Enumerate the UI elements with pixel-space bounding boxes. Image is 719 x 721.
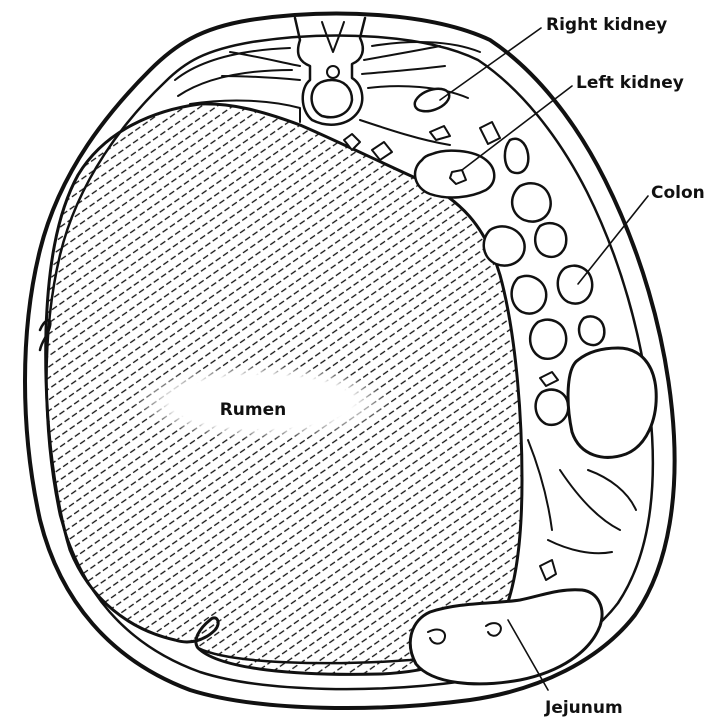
right-kidney	[412, 84, 453, 115]
label-colon: Colon	[651, 183, 705, 203]
label-left-kidney: Left kidney	[576, 73, 684, 93]
vertebra-spinous-process	[322, 22, 344, 52]
small-vessel-4	[480, 122, 500, 144]
label-right-kidney: Right kidney	[546, 15, 667, 35]
colon-loop	[512, 183, 551, 221]
colon-loop	[505, 139, 528, 173]
colon-loop	[512, 276, 547, 314]
colon-loop	[484, 226, 525, 265]
large-intestine-loop	[568, 348, 656, 457]
colon-loop	[536, 390, 569, 425]
left-kidney	[415, 151, 494, 198]
colon-loop	[530, 320, 566, 359]
colon-loop	[535, 223, 566, 257]
vertebra-body	[312, 80, 352, 117]
small-vessel-3	[430, 126, 450, 140]
vertebra-canal	[327, 66, 339, 78]
jejunum-loop-small	[540, 560, 556, 580]
vertebra-outer	[295, 18, 365, 125]
vertebra-left-transverse	[362, 46, 445, 74]
label-rumen: Rumen	[220, 400, 287, 420]
label-jejunum: Jejunum	[544, 698, 623, 718]
colon-loop-small	[540, 372, 558, 386]
colon-loop	[579, 316, 604, 345]
leader-colon	[578, 196, 648, 284]
small-vessel-2	[372, 142, 392, 160]
